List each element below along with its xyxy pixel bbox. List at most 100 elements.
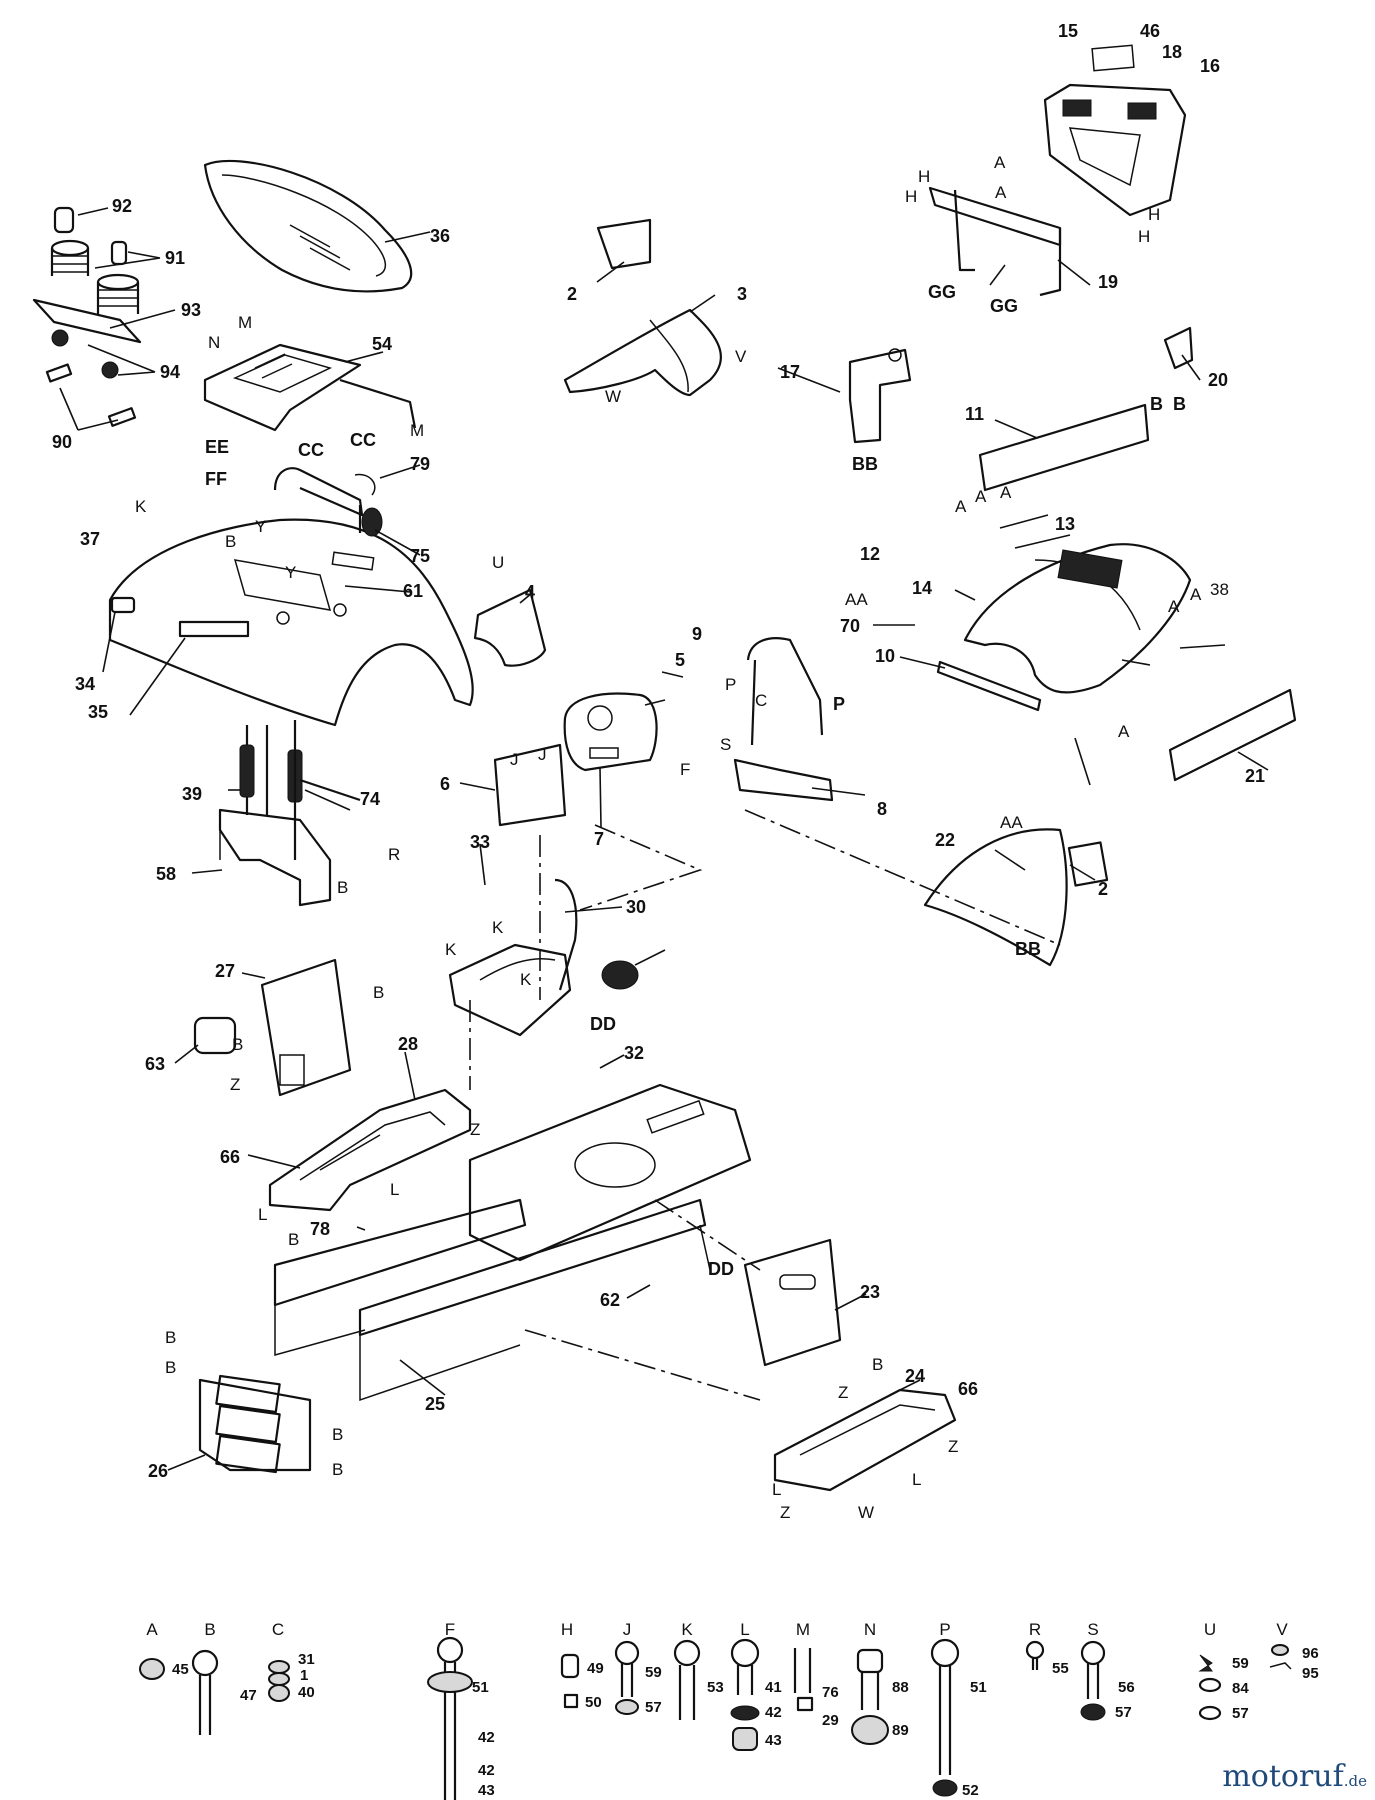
steering-bracket-9 xyxy=(746,637,824,746)
callout: P xyxy=(725,675,736,694)
callout: K xyxy=(135,497,147,516)
leader-lines xyxy=(59,207,1269,1471)
callout: 7 xyxy=(594,829,604,849)
legend-letter: S xyxy=(1087,1620,1098,1639)
callout: 11 xyxy=(965,404,984,424)
callout: Z xyxy=(838,1383,848,1402)
legend-part: 59 xyxy=(1232,1655,1249,1672)
callout: C xyxy=(755,691,767,710)
callout: P xyxy=(833,694,845,714)
callout: 33 xyxy=(470,832,490,852)
callout: 66 xyxy=(958,1379,978,1399)
callout: 94 xyxy=(160,362,180,382)
callout: 39 xyxy=(182,784,202,804)
legend-part: 31 xyxy=(298,1651,315,1668)
callout: 17 xyxy=(780,362,800,382)
callout: H xyxy=(1148,205,1160,224)
callout: K xyxy=(445,940,457,959)
callout: K xyxy=(520,970,532,989)
footrest-24 xyxy=(773,1388,957,1492)
callout: B xyxy=(165,1328,176,1347)
dash-panel-3 xyxy=(563,308,722,397)
footrest-28 xyxy=(268,1088,472,1212)
bracket-17 xyxy=(848,348,912,444)
springs-39 xyxy=(239,720,361,860)
callout: 62 xyxy=(600,1290,620,1310)
body-dash-lines xyxy=(469,809,1061,1090)
callout: 21 xyxy=(1245,766,1265,786)
callout: A xyxy=(1168,597,1180,616)
hardware-shapes xyxy=(139,1636,1292,1800)
legend-letter: H xyxy=(561,1620,573,1639)
callout: B xyxy=(332,1425,343,1444)
callout: H xyxy=(905,187,917,206)
callout: DD xyxy=(708,1259,734,1279)
callout: 74 xyxy=(360,789,380,809)
steering-mount-30 xyxy=(448,878,639,1037)
frame-rail-dash xyxy=(524,1199,761,1401)
legend-part: 56 xyxy=(1118,1679,1135,1696)
callout: J xyxy=(538,745,547,764)
legend-letter: U xyxy=(1204,1620,1216,1639)
legend-letter: J xyxy=(623,1620,632,1639)
legend-part: 55 xyxy=(1052,1660,1069,1677)
callout: 20 xyxy=(1208,370,1228,390)
callout: K xyxy=(492,918,504,937)
hood-14 xyxy=(963,543,1192,694)
seat-bracket-cc xyxy=(273,467,383,537)
callout: Z xyxy=(948,1437,958,1456)
callout: B xyxy=(332,1460,343,1479)
side-plate-27 xyxy=(193,958,352,1097)
callout: 6 xyxy=(440,774,450,794)
callout: W xyxy=(605,387,621,406)
bracket-8 xyxy=(733,758,834,802)
callout: 46 xyxy=(1140,21,1160,41)
seat xyxy=(203,159,413,293)
plate-4 xyxy=(473,588,547,667)
callout: GG xyxy=(990,296,1018,316)
callout: A xyxy=(955,497,967,516)
callout: 63 xyxy=(145,1054,165,1074)
callout: N xyxy=(208,333,220,352)
grille-bracket-19 xyxy=(928,186,1062,297)
callout: Z xyxy=(780,1503,790,1522)
callout: B xyxy=(232,1035,243,1054)
callout: 25 xyxy=(425,1394,445,1414)
callout: 38 xyxy=(1210,580,1229,599)
frame-25 xyxy=(273,1083,752,1402)
callout: 35 xyxy=(88,702,108,722)
legend-part: 95 xyxy=(1302,1665,1319,1682)
legend-part: 40 xyxy=(298,1684,315,1701)
callout: 9 xyxy=(692,624,702,644)
seat-spring-assembly xyxy=(32,206,142,427)
legend-letter: N xyxy=(864,1620,876,1639)
bracket-6 xyxy=(493,743,567,827)
legend-part: 57 xyxy=(1232,1705,1249,1722)
decal-2-top xyxy=(596,218,652,270)
legend-letter: L xyxy=(740,1620,749,1639)
callout: Z xyxy=(470,1120,480,1139)
watermark-logo: motoruf.de xyxy=(1222,1759,1367,1794)
callout: L xyxy=(258,1205,267,1224)
callout: B xyxy=(373,983,384,1002)
callout: B xyxy=(288,1230,299,1249)
legend-letter: R xyxy=(1029,1620,1041,1639)
callout: A xyxy=(975,487,987,506)
legend-part: 43 xyxy=(478,1782,495,1799)
callout: CC xyxy=(298,440,324,460)
legend-part: 41 xyxy=(765,1679,782,1696)
callout: H xyxy=(918,167,930,186)
callout: 18 xyxy=(1162,42,1182,62)
callout: AA xyxy=(845,590,868,609)
callout: J xyxy=(510,750,519,769)
callout: FF xyxy=(205,469,227,489)
callout: 28 xyxy=(398,1034,418,1054)
callout: 12 xyxy=(860,544,880,564)
legend-part: 45 xyxy=(172,1661,189,1678)
legend-part: 1 xyxy=(300,1667,308,1684)
legend-letter: A xyxy=(146,1620,158,1639)
legend-part: 96 xyxy=(1302,1645,1319,1662)
legend-part: 84 xyxy=(1232,1680,1249,1697)
callout: 26 xyxy=(148,1461,168,1481)
watermark-tld: .de xyxy=(1343,1772,1367,1790)
